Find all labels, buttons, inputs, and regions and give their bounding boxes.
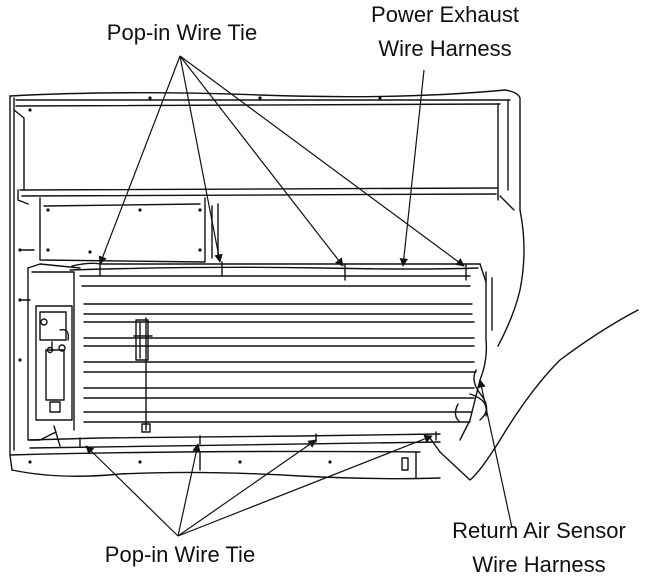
inner-panel [21,197,219,301]
top-wire-tie-label: Pop-in Wire Tie [106,20,258,45]
return-air-label-line2: Wire Harness [472,552,606,577]
coil-slats [79,275,477,423]
return-air-label-line1: Return Air Sensor [452,518,626,543]
fasteners [18,96,382,464]
top-wire-tie-leaders [98,55,465,267]
bottom-wire-tie-leaders [85,434,433,537]
power-exhaust-leader [399,69,425,267]
control-box [27,263,81,447]
power-exhaust-label-line2: Wire Harness [378,36,512,61]
base-rail [9,431,441,480]
upper-housing [9,89,521,471]
power-exhaust-harness [69,261,487,283]
center-bracket [133,317,153,433]
right-flange [429,209,639,481]
return-air-leader [477,379,513,529]
power-exhaust-label-line1: Power Exhaust [371,2,519,27]
bottom-wire-tie-label: Pop-in Wire Tie [104,542,256,567]
